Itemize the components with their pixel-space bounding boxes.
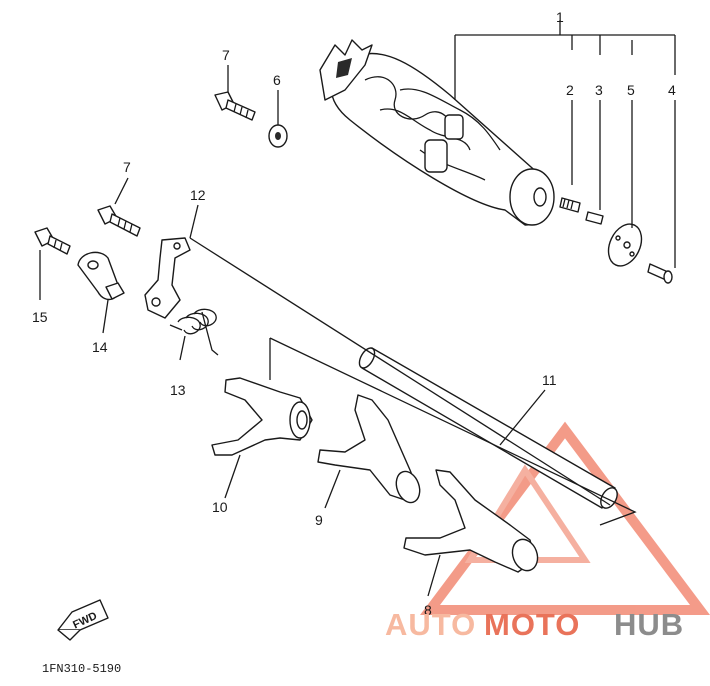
stopper-lever [144,237,191,319]
fwd-arrow-icon: FWD [57,599,109,641]
bolt-15 [34,227,71,255]
callout-12: 12 [190,187,206,203]
callout-11: 11 [542,372,557,388]
bolt-top [214,91,256,121]
callout-2: 2 [566,82,574,98]
callout-7-middle: 7 [123,159,131,175]
shift-fork-8 [403,469,539,573]
callout-14: 14 [92,339,108,355]
callout-3: 3 [595,82,603,98]
stopper-lever-plate [77,251,125,301]
watermark-part-2: MOTO [484,607,580,642]
callout-15: 15 [32,309,48,325]
shift-fork-9 [317,394,421,504]
callout-1: 1 [556,9,564,25]
callout-9: 9 [315,512,323,528]
watermark-part-1: AUTO [385,607,476,642]
torsion-spring [169,308,219,356]
watermark-text: AUTO MOTO HUB [385,607,684,642]
washer [268,124,288,148]
shift-fork-10 [211,377,313,456]
shift-drum [319,39,555,226]
drawing-code: 1FN310-5190 [42,662,121,676]
drum-end-parts [559,197,673,284]
watermark-part-3: HUB [614,607,684,642]
bolt-middle [97,205,141,237]
callout-13: 13 [170,382,186,398]
callout-6: 6 [273,72,281,88]
callout-7-top: 7 [222,47,230,63]
callout-8: 8 [424,602,432,618]
callout-numbers: 1 2 3 5 4 6 7 7 12 15 14 13 11 10 9 8 [32,9,676,618]
callout-4: 4 [668,82,676,98]
callout-10: 10 [212,499,228,515]
callout-5: 5 [627,82,635,98]
leader-lines [39,20,676,597]
